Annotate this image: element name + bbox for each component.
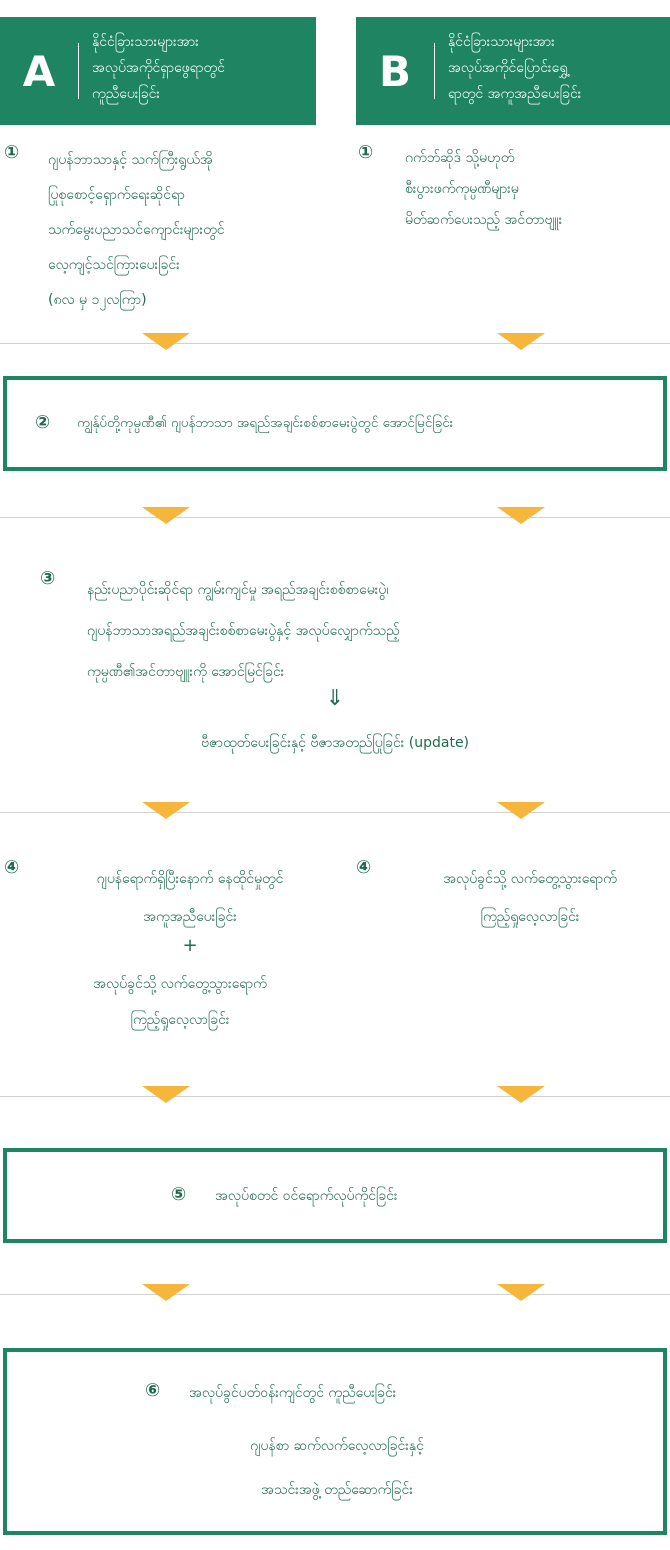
arrow-down-b	[497, 1284, 545, 1301]
step6-number: ⑥	[145, 1380, 161, 1401]
separator	[0, 1294, 670, 1295]
step6-line1: အလုပ်ခွင်ပတ်ဝန်းကျင်တွင် ကူညီပေးခြင်း	[189, 1385, 397, 1401]
arrow-down-a	[142, 802, 190, 819]
step3-number: ③	[40, 568, 56, 589]
header-b-letter: B	[378, 46, 411, 96]
step3-text: နည်းပညာပိုင်းဆိုင်ရာ ကျွမ်းကျင်မှု အရည်အ…	[87, 582, 400, 680]
step4-a-line2: အလုပ်ခွင်သို့ လက်တွေ့သွားရောက် ကြည့်ရှုလ…	[93, 976, 267, 1028]
separator	[0, 517, 670, 518]
step1-a-text: ဂျပန်ဘာသာနှင့် သက်ကြီးရွယ်အို ပြုစုစောင့…	[48, 152, 225, 308]
step4-a-line1: ဂျပန်ရောက်ရှိပြီးနောက် နေထိုင်မှုတွင် အက…	[96, 871, 284, 925]
header-b-text: နိုင်ငံခြားသားများအား အလုပ်အကိုင်ပြောင်း…	[448, 34, 582, 102]
step5-box: ⑤ အလုပ်စတင် ဝင်ရောက်လုပ်ကိုင်ခြင်း	[3, 1148, 667, 1243]
separator	[0, 1096, 670, 1097]
arrow-down-a	[142, 507, 190, 524]
separator	[0, 812, 670, 813]
step4-b-number: ④	[356, 857, 372, 878]
step4-a-plus: +	[182, 935, 198, 956]
step1-b-number: ①	[358, 142, 374, 163]
step6-line2: ဂျပန်စာ ဆက်လက်လေ့လာခြင်းနှင့် အသင်းအဖွဲ့…	[250, 1438, 424, 1498]
step5-text: အလုပ်စတင် ဝင်ရောက်လုပ်ကိုင်ခြင်း	[215, 1188, 398, 1204]
header-a-text: နိုင်ငံခြားသားများအား အလုပ်အကိုင်ရှာဖွေရ…	[92, 34, 225, 102]
step2-number: ②	[35, 412, 51, 433]
step1-b-text: ဂက်ဘ်ဆိုဒ် သို့မဟုတ် စီးပွားဖက်ကုမ္ပဏီမျ…	[405, 150, 563, 228]
header-a-divider	[78, 43, 79, 99]
step2-box: ② ကျွန်ုပ်တို့ကုမ္ပဏီ၏ ဂျပန်ဘာသာ အရည်အချ…	[3, 376, 667, 471]
step5-number: ⑤	[171, 1184, 187, 1205]
header-b-divider	[434, 43, 435, 99]
step3-sub-text: ဗီဇာထုတ်ပေးခြင်းနှင့် ဗီဇာအတည်ပြုခြင်း (…	[200, 735, 470, 751]
arrow-down-a	[142, 1086, 190, 1103]
arrow-down-b	[497, 1086, 545, 1103]
step4-b-text: အလုပ်ခွင်သို့ လက်တွေ့သွားရောက် ကြည့်ရှုလ…	[443, 871, 617, 925]
header-a-letter: A	[22, 46, 56, 96]
header-b: B နိုင်ငံခြားသားများအား အလုပ်အကိုင်ပြောင…	[356, 17, 670, 125]
step6-box: ⑥ အလုပ်ခွင်ပတ်ဝန်းကျင်တွင် ကူညီပေးခြင်း …	[3, 1348, 667, 1535]
separator	[0, 343, 670, 344]
arrow-down-a	[142, 1284, 190, 1301]
step1-a-number: ①	[4, 142, 20, 163]
header-a: A နိုင်ငံခြားသားများအား အလုပ်အကိုင်ရှာဖွ…	[0, 17, 316, 125]
arrow-down-b	[497, 333, 545, 350]
arrow-down-b	[497, 507, 545, 524]
step4-a-number: ④	[4, 857, 20, 878]
step3-down-arrow: ⇓	[325, 686, 345, 711]
arrow-down-b	[497, 802, 545, 819]
step2-text: ကျွန်ုပ်တို့ကုမ္ပဏီ၏ ဂျပန်ဘာသာ အရည်အချင်…	[77, 415, 454, 431]
arrow-down-a	[142, 333, 190, 350]
